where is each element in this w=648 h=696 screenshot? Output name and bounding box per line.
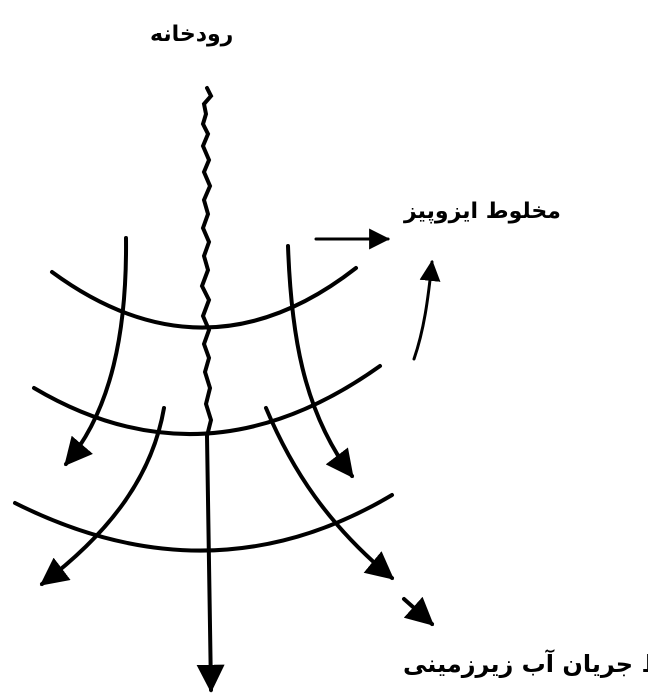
- equipotential-curved-arrow: [414, 262, 432, 359]
- river-label: رودخانه: [150, 22, 233, 47]
- equipotential-lines-label: مخلوط ایزوپیز: [404, 199, 561, 224]
- flow-line-2: [42, 408, 164, 584]
- river-line: [202, 88, 211, 436]
- flow-line-1: [66, 238, 126, 464]
- flow-line-5: [404, 599, 432, 624]
- flow-line-center: [207, 436, 211, 690]
- flow-lines-label: خطوط جریان آب زیرزمینی: [403, 650, 648, 678]
- flow-line-4: [266, 408, 392, 578]
